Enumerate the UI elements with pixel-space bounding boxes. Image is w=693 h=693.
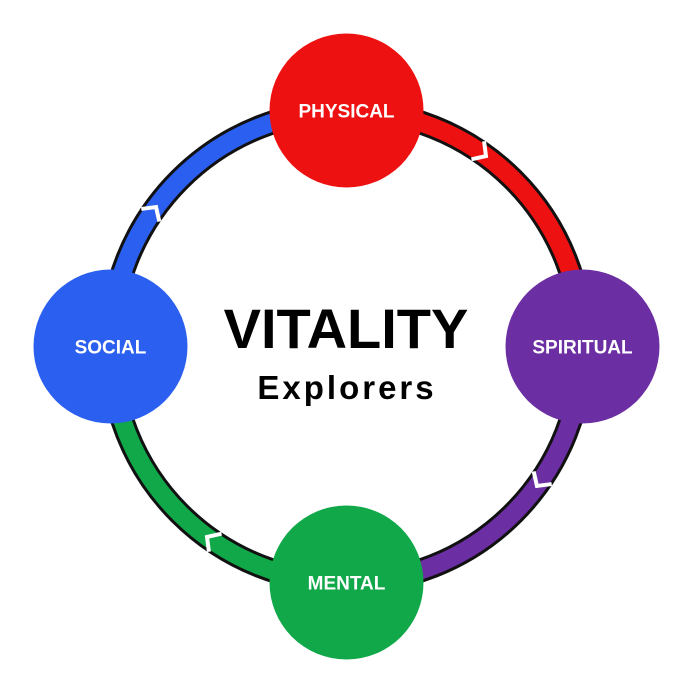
node-spiritual: SPIRITUAL [505,269,660,424]
node-social: SOCIAL [33,269,188,424]
node-mental-circle [269,505,424,660]
cycle-nodes: PHYSICAL SPIRITUAL MENTAL SOCIAL [33,33,660,660]
chevron-down-icon [531,471,552,489]
center-subtitle: Explorers [257,369,436,406]
node-physical: PHYSICAL [269,33,424,188]
chevron-up-icon [141,204,162,222]
node-social-label: SOCIAL [75,338,147,359]
center-title: VITALITY [224,297,469,360]
node-physical-label: PHYSICAL [298,102,394,123]
chevron-left-icon [204,531,222,552]
node-social-circle [33,269,188,424]
node-physical-circle [269,33,424,188]
node-mental-label: MENTAL [308,574,386,595]
node-spiritual-label: SPIRITUAL [532,338,633,359]
node-spiritual-circle [505,269,660,424]
node-mental: MENTAL [269,505,424,660]
connector-arrows [141,141,552,552]
chevron-right-icon [471,141,489,162]
